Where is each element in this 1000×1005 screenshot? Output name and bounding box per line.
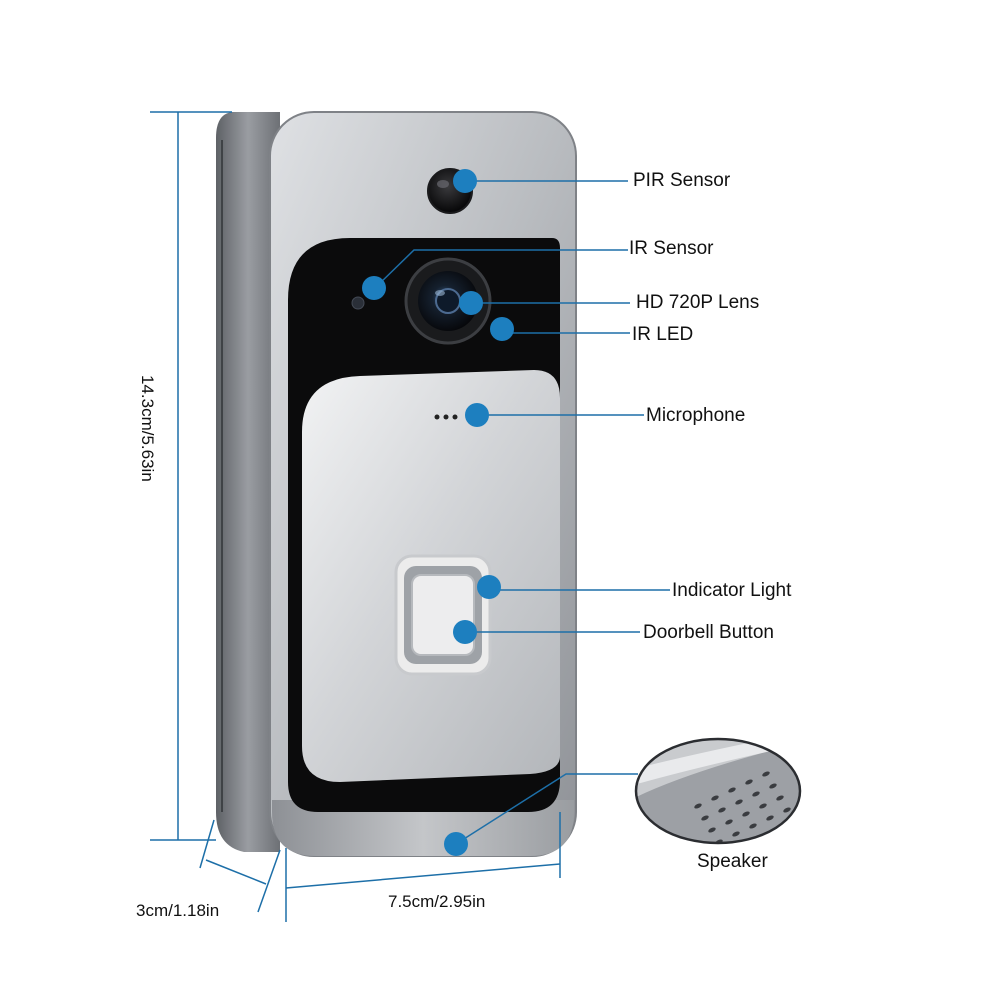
microphone-hole	[434, 414, 440, 420]
callout-dots	[362, 169, 514, 856]
label-height-dimension: 14.3cm/5.63in	[138, 375, 157, 482]
speaker-inset-border	[634, 737, 802, 845]
label-ir-led: IR LED	[632, 324, 694, 345]
speaker-grille	[694, 771, 791, 843]
callout-dot-doorbell-button	[453, 620, 477, 644]
ir-sensor-hole	[351, 296, 365, 310]
callout-dot-indicator-light	[477, 575, 501, 599]
callout-lines	[375, 180, 670, 845]
microphone-hole	[452, 414, 458, 420]
width-dimension-line	[285, 863, 561, 889]
doorbell-side	[216, 112, 280, 852]
microphone-hole	[443, 414, 449, 420]
label-depth-dimension: 3cm/1.18in	[136, 901, 220, 920]
callout-dot-microphone	[465, 403, 489, 427]
label-pir-sensor: PIR Sensor	[633, 170, 731, 191]
label-width-dimension: 7.5cm/2.95in	[388, 892, 486, 911]
label-indicator-light: Indicator Light	[672, 580, 792, 601]
callout-dot-ir-led	[490, 317, 514, 341]
callout-dot-pir-sensor	[453, 169, 477, 193]
label-doorbell-button: Doorbell Button	[643, 622, 774, 643]
callout-dot-lens	[459, 291, 483, 315]
label-speaker: Speaker	[697, 851, 768, 872]
depth-dimension-line	[205, 859, 267, 885]
callout-dot-speaker	[444, 832, 468, 856]
label-lens: HD 720P Lens	[636, 292, 760, 313]
speaker-inset	[636, 739, 800, 843]
callout-dot-ir-sensor	[362, 276, 386, 300]
doorbell-bottom-lip	[272, 800, 574, 856]
label-ir-sensor: IR Sensor	[629, 238, 714, 259]
label-microphone: Microphone	[646, 405, 746, 426]
